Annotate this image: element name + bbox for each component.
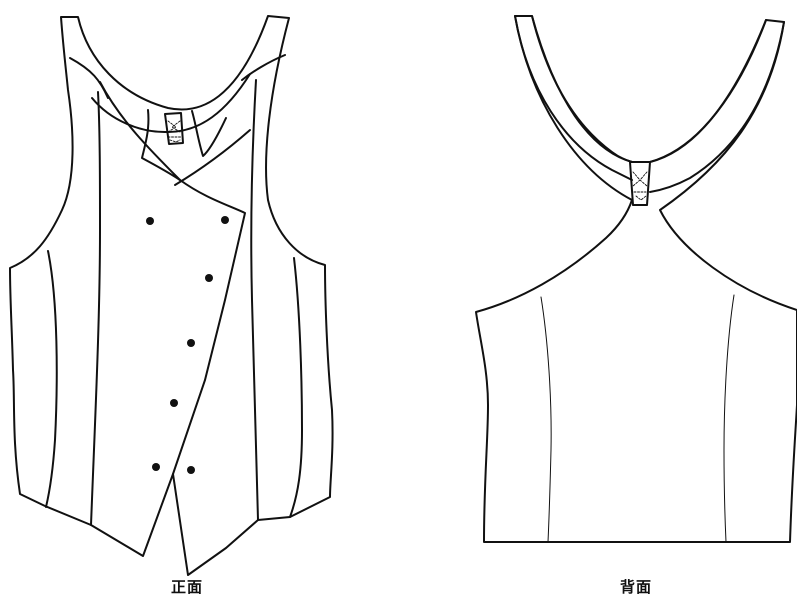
front-inner-neck-right bbox=[191, 110, 227, 157]
front-seam-right-2 bbox=[289, 257, 303, 518]
button-5 bbox=[170, 399, 178, 407]
front-wrap-top bbox=[174, 129, 251, 186]
back-center-tab bbox=[629, 161, 651, 206]
front-seam-left-1 bbox=[45, 250, 58, 508]
back-strap-left-outer bbox=[514, 15, 633, 181]
left-strap-inner bbox=[69, 57, 109, 99]
back-seam-right bbox=[723, 294, 735, 543]
button-2 bbox=[221, 216, 229, 224]
back-seam-left bbox=[540, 296, 552, 543]
front-inner-neck-left bbox=[141, 109, 181, 181]
back-neck-binding bbox=[531, 15, 633, 163]
front-view bbox=[9, 15, 334, 576]
back-strap-right-outer bbox=[649, 21, 785, 193]
front-seam-right-1 bbox=[250, 79, 259, 521]
button-7 bbox=[187, 466, 195, 474]
button-6 bbox=[152, 463, 160, 471]
front-wrap-edge bbox=[99, 81, 246, 475]
front-center-tab bbox=[164, 112, 184, 145]
back-view bbox=[475, 15, 797, 543]
back-view-caption: 背面 bbox=[619, 578, 652, 596]
front-outline bbox=[9, 15, 334, 576]
front-view-caption: 正面 bbox=[170, 578, 203, 596]
button-3 bbox=[205, 274, 213, 282]
button-4 bbox=[187, 339, 195, 347]
front-seam-left-2 bbox=[90, 91, 101, 526]
front-tab-stitching bbox=[167, 120, 182, 143]
back-tab-stitching bbox=[632, 171, 648, 201]
right-strap-inner bbox=[241, 54, 286, 81]
back-outline bbox=[475, 15, 797, 543]
back-neck-binding-right bbox=[649, 19, 767, 163]
button-1 bbox=[146, 217, 154, 225]
